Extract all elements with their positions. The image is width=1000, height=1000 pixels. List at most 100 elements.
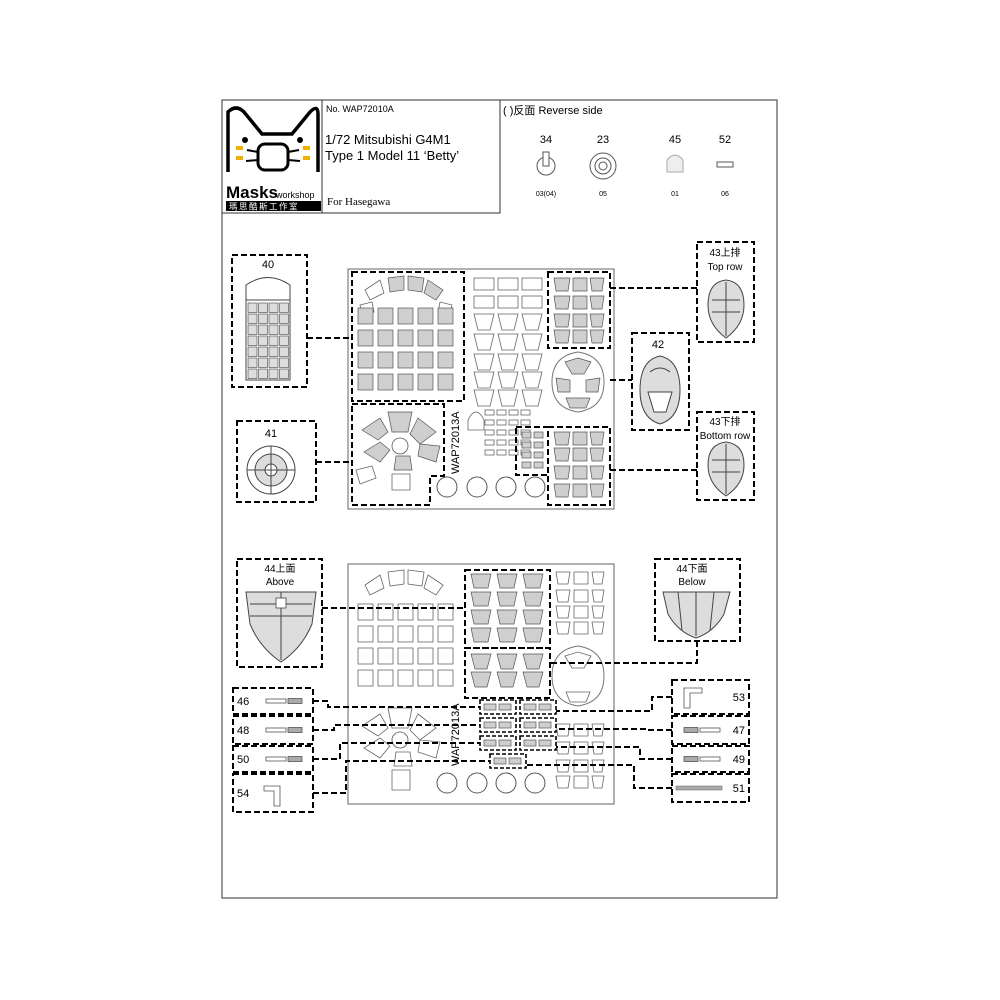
upper-circles: [436, 476, 546, 498]
callout-43-bottom-num: 43下排: [709, 415, 740, 428]
mask-window: [417, 647, 434, 665]
mask-tail: [591, 605, 605, 619]
part-48: 48: [232, 715, 480, 745]
callout-44-below-sub: Below: [678, 577, 706, 588]
mask-window: [437, 307, 454, 325]
mask-window: [397, 307, 414, 325]
mask-tail: [589, 277, 605, 292]
dome-icon: [666, 154, 684, 173]
logo-sub: workshop: [275, 190, 315, 200]
frame-pane: [258, 346, 268, 357]
part-label: 51: [733, 783, 745, 795]
mask-pane: [470, 627, 492, 643]
part-label: 46: [237, 696, 249, 708]
mask-small: [484, 429, 495, 436]
mask-window: [357, 351, 374, 369]
mask-window: [397, 647, 414, 665]
mask-window: [357, 603, 374, 621]
mask-tail: [572, 295, 588, 310]
small-part: [493, 757, 507, 765]
mask-window: [417, 625, 434, 643]
mask-small: [521, 431, 532, 439]
mask-tail: [572, 313, 588, 328]
ring-icon: [589, 152, 617, 180]
mask-tail: [555, 571, 571, 585]
frame-pane: [247, 302, 258, 313]
mask-window: [417, 351, 434, 369]
mask-tail: [555, 589, 571, 603]
mask-tail: [573, 589, 589, 603]
mask-tail: [589, 295, 605, 310]
legend-num-45: 45: [669, 134, 681, 146]
callout-43-top: 43上排 Top row: [610, 241, 755, 343]
mask-window: [397, 603, 414, 621]
callout-44-below-num: 44下面: [676, 564, 707, 575]
frame-pane: [279, 335, 289, 346]
mask-small: [533, 461, 544, 469]
frame-pane: [279, 302, 289, 313]
part-label: 48: [237, 725, 249, 737]
mask-tail: [572, 431, 588, 446]
lower-right-masks: [555, 571, 605, 789]
frame-pane: [268, 302, 279, 313]
frame-pane: [247, 313, 258, 324]
frame-pane: [247, 346, 258, 357]
part-50: 50: [232, 742, 480, 773]
part-label: 50: [237, 754, 249, 766]
mask-window: [397, 351, 414, 369]
mask-pane: [497, 313, 519, 331]
mask-small: [496, 409, 507, 416]
mask-pane: [497, 277, 519, 291]
mask-small: [496, 439, 507, 446]
mask-pane: [470, 653, 492, 670]
mask-window: [437, 373, 454, 391]
mask-window: [397, 625, 414, 643]
part-49: 49: [556, 745, 750, 773]
callout-44-above: 44上面 Above: [236, 558, 465, 668]
frame-pane: [247, 335, 258, 346]
mask-window: [377, 669, 394, 687]
mask-small: [496, 449, 507, 456]
frame-pane: [268, 357, 279, 368]
mask-pane: [470, 609, 492, 625]
mask-window: [437, 329, 454, 347]
frame-pane: [258, 335, 268, 346]
mask-pane: [522, 591, 544, 607]
mask-pane: [521, 313, 543, 331]
lower-circles: [436, 772, 546, 794]
logo-cjk: 瑪思酷斯工作室: [229, 202, 299, 212]
part-46: 46: [232, 687, 480, 715]
part-47: 47: [556, 715, 750, 745]
mask-tail: [573, 571, 589, 585]
mask-small: [508, 419, 519, 426]
frame-pane: [268, 368, 279, 379]
small-part: [508, 757, 522, 765]
legend-num-34: 34: [540, 134, 552, 146]
mask-tail: [553, 313, 571, 328]
frame-pane: [279, 313, 289, 324]
mask-small: [484, 439, 495, 446]
title-line1: 1/72 Mitsubishi G4M1: [325, 132, 451, 147]
callout-41-num: 41: [265, 428, 277, 440]
mask-pane: [522, 653, 544, 670]
mask-window: [357, 373, 374, 391]
mask-pane: [496, 627, 518, 643]
mask-window: [357, 669, 374, 687]
small-part: [523, 721, 537, 729]
mask-small: [508, 439, 519, 446]
lower-right-parts: 53 47 49 51: [526, 679, 750, 803]
mask-pane: [470, 573, 492, 589]
mask-window: [357, 625, 374, 643]
small-part: [498, 739, 512, 747]
cat-logo: [226, 106, 320, 172]
part-label: 47: [733, 725, 745, 737]
legend-num-23: 23: [597, 134, 609, 146]
callout-44-above-num: 44上面: [264, 563, 295, 575]
small-part: [498, 703, 512, 711]
canopy-grid: [357, 307, 454, 391]
mask-window: [417, 329, 434, 347]
bar-icon: [716, 161, 734, 168]
part-53: 53: [556, 679, 750, 715]
title-line2: Type 1 Model 11 ‘Betty’: [325, 148, 459, 163]
